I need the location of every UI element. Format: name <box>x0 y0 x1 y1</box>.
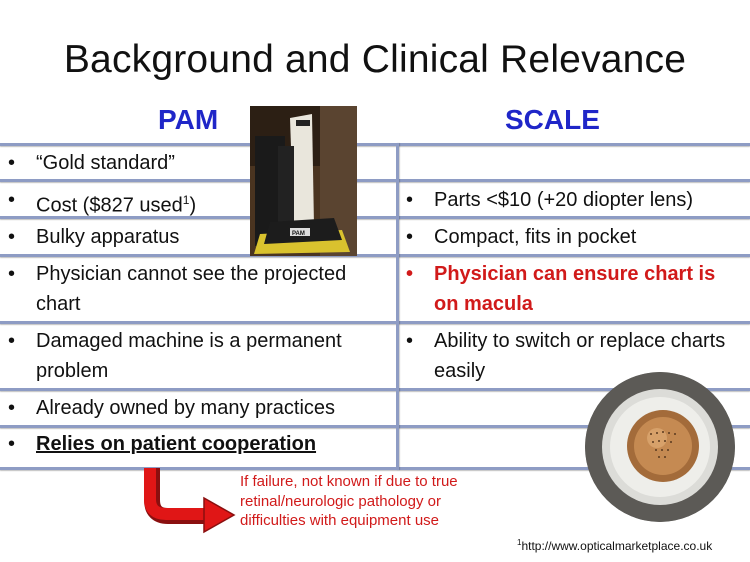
table-row: • Physician cannot see the projected cha… <box>8 259 393 319</box>
failure-note: If failure, not known if due to true ret… <box>240 473 458 529</box>
table-rule <box>0 179 750 182</box>
pam-device-illustration: PAM <box>250 106 357 256</box>
footnote-ref: 1 <box>182 193 190 207</box>
slide-title: Background and Clinical Relevance <box>63 38 687 81</box>
scale-point: Parts <$10 (+20 diopter lens) <box>434 189 694 211</box>
table-row: • Bulky apparatus <box>8 222 393 252</box>
pam-point: Bulky apparatus <box>36 226 180 248</box>
scale-point-highlight: Physician can ensure chart is on macula <box>434 263 716 315</box>
bullet: • <box>8 330 16 352</box>
table-row: • Compact, fits in pocket <box>406 222 741 252</box>
bullet: • <box>8 433 16 455</box>
bullet: • <box>8 226 16 248</box>
column-header-pam: PAM <box>158 104 219 135</box>
pam-point: “Gold standard” <box>36 152 175 174</box>
table-rule <box>0 425 750 428</box>
bullet: • <box>406 263 414 285</box>
bullet: • <box>406 330 414 352</box>
footnote-marker: 1 <box>517 538 522 547</box>
table-rule <box>0 467 750 470</box>
lens-photo <box>585 372 735 522</box>
footnote-url: http://www.opticalmarketplace.co.uk <box>521 539 713 553</box>
table-row: • Ability to switch or replace charts ea… <box>406 326 741 386</box>
column-header-scale: SCALE <box>505 104 600 135</box>
column-divider <box>396 143 399 470</box>
pam-cost-text: Cost ($827 used <box>36 194 183 217</box>
table-rule <box>0 388 750 391</box>
table-row: • Parts <$10 (+20 diopter lens) <box>406 185 741 215</box>
pam-point: Already owned by many practices <box>36 397 336 419</box>
pam-logo-text: PAM <box>292 231 305 237</box>
pam-point-emphasis: Relies on patient cooperation <box>36 433 317 455</box>
lens-illustration <box>585 372 735 522</box>
bullet: • <box>8 189 16 211</box>
table-rule <box>0 143 750 146</box>
pam-point: Damaged machine is a permanent problem <box>36 330 342 382</box>
bullet: • <box>8 263 16 285</box>
pam-device-photo: PAM <box>250 106 357 256</box>
table-rule <box>0 321 750 324</box>
table-row: • Cost ($827 used1) <box>8 185 393 221</box>
pam-point: Cost ($827 used1) <box>8 185 393 221</box>
bullet: • <box>8 397 16 419</box>
table-row: • Damaged machine is a permanent problem <box>8 326 393 386</box>
scale-point: Ability to switch or replace charts easi… <box>434 330 726 382</box>
pam-cost-tail: ) <box>189 194 197 217</box>
table-row: • “Gold standard” <box>8 148 393 178</box>
bullet: • <box>406 189 414 211</box>
table-row: • Physician can ensure chart is on macul… <box>406 259 741 319</box>
scale-point: Compact, fits in pocket <box>434 226 637 248</box>
table-row: • Already owned by many practices <box>8 393 393 423</box>
pam-point: Physician cannot see the projected chart <box>36 263 347 315</box>
footnote: 1http://www.opticalmarketplace.co.uk <box>517 538 712 553</box>
table-row: • Relies on patient cooperation <box>8 429 393 459</box>
table-rule <box>0 216 750 219</box>
curved-arrow-icon <box>144 468 236 534</box>
bullet: • <box>406 226 414 248</box>
bullet: • <box>8 152 16 174</box>
table-rule <box>0 254 750 257</box>
